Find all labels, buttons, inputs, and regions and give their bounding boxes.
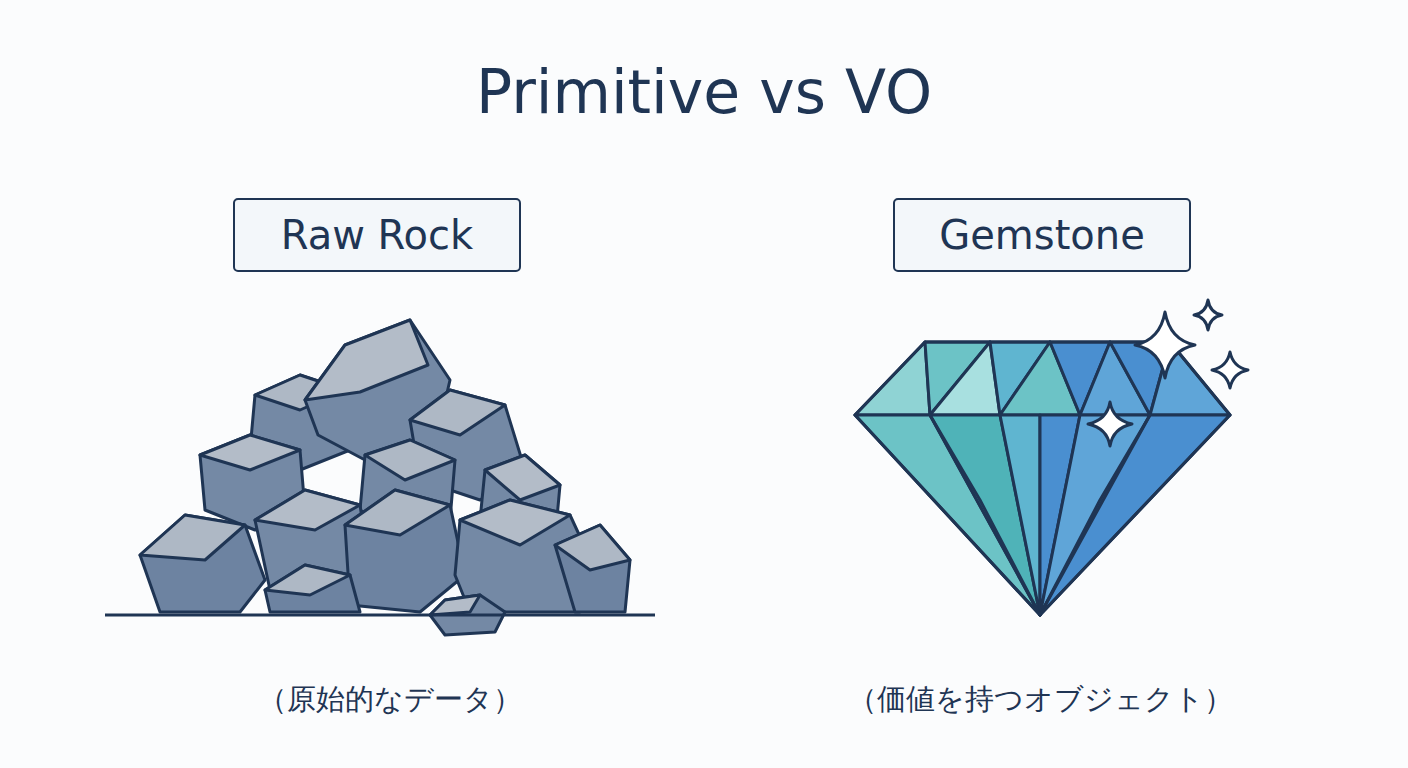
diagram-title: Primitive vs VO bbox=[476, 57, 932, 127]
label-box: Raw Rock bbox=[233, 198, 521, 272]
box-label: Raw Rock bbox=[281, 212, 473, 258]
caption-label: （価値を持つオブジェクト） bbox=[848, 680, 1233, 720]
label-box: Gemstone bbox=[893, 198, 1191, 272]
ground-line bbox=[105, 614, 655, 617]
caption-label: （原始的なデータ） bbox=[258, 680, 522, 720]
rock-pile bbox=[140, 320, 630, 635]
sparkles bbox=[1088, 300, 1248, 446]
box-label: Gemstone bbox=[939, 212, 1145, 258]
box-content: Gemstone bbox=[939, 212, 1145, 258]
box-content: Raw Rock bbox=[281, 212, 473, 258]
gemstone-drawing bbox=[855, 342, 1230, 615]
